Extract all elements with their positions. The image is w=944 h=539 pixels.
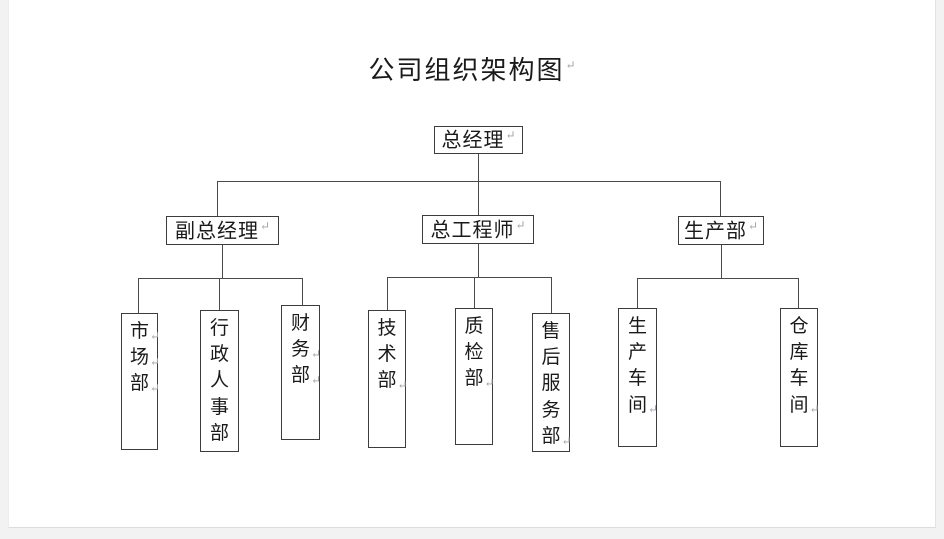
pilcrow-mark: ↵ <box>397 378 408 393</box>
node-char: 政 <box>209 344 229 366</box>
node-chief-engineer[interactable]: 总工程师↵ <box>422 215 534 244</box>
pilcrow-mark: ↵ <box>561 433 572 448</box>
page-title: 公司组织架构图↵ <box>0 50 944 87</box>
node-production-department[interactable]: 生产部↵ <box>678 216 764 245</box>
page-title-text: 公司组织架构图 <box>368 56 565 85</box>
node-label: 生产部↵ <box>683 218 759 243</box>
pilcrow-mark: ↵ <box>310 373 321 388</box>
connector-group2-bus <box>387 277 552 278</box>
connector-root-stem <box>478 154 479 181</box>
node-char: 间↵ <box>789 394 820 417</box>
node-char: 部↵ <box>541 425 572 448</box>
node-char: 售 <box>541 321 561 342</box>
node-label: 仓 库 车 间↵ <box>789 314 820 419</box>
connector-drop-quality <box>474 277 475 308</box>
connector-drop-warehouse-workshop <box>798 278 799 308</box>
connector-drop-marketing <box>138 278 139 313</box>
pilcrow-mark: ↵ <box>149 381 160 396</box>
node-char: 车 <box>789 368 809 390</box>
node-char: 财 <box>290 313 310 334</box>
connector-drop-technical <box>387 277 388 310</box>
node-marketing-department[interactable]: 市↵ 场↵ 部↵ <box>121 313 160 450</box>
connector-drop-finance <box>302 278 303 305</box>
connector-stem-production-dept <box>721 245 722 278</box>
node-finance-department[interactable]: 财 务↵ 部↵ <box>281 305 321 440</box>
pilcrow-mark: ↵ <box>259 218 271 233</box>
node-char: 务↵ <box>290 339 321 361</box>
node-char: 术 <box>377 344 397 366</box>
node-char: 场↵ <box>129 347 160 369</box>
node-administration-hr-department[interactable]: 行 政 人 事 部 <box>200 310 239 452</box>
pilcrow-mark: ↵ <box>809 402 820 417</box>
node-label: 售 后 服 务 部↵ <box>541 319 572 450</box>
pilcrow-mark: ↵ <box>747 218 759 233</box>
node-char: 仓 <box>789 316 809 337</box>
node-label: 总工程师↵ <box>430 217 526 242</box>
node-label: 生 产 车 间↵ <box>627 314 658 419</box>
node-deputy-general-manager[interactable]: 副总经理↵ <box>166 216 279 245</box>
node-label: 质 检 部↵ <box>464 314 495 393</box>
node-label: 技 术 部↵ <box>377 316 408 395</box>
node-label: 市↵ 场↵ 部↵ <box>129 319 160 398</box>
node-quality-inspection-department[interactable]: 质 检 部↵ <box>455 308 495 445</box>
pilcrow-mark: ↵ <box>647 402 658 417</box>
node-char: 后 <box>541 347 561 369</box>
node-char: 部↵ <box>377 370 408 393</box>
pilcrow-mark: ↵ <box>310 346 321 361</box>
node-char: 事 <box>209 396 229 418</box>
node-char: 质 <box>464 316 484 337</box>
node-char: 库 <box>789 342 809 364</box>
pilcrow-mark: ↵ <box>149 354 160 369</box>
node-char: 车 <box>627 368 647 390</box>
connector-drop-production-dept <box>720 181 721 216</box>
node-char: 部↵ <box>129 373 160 396</box>
connector-drop-hr-admin <box>219 278 220 310</box>
node-char: 服 <box>541 373 561 395</box>
connector-group3-bus <box>637 278 798 279</box>
pilcrow-mark: ↵ <box>505 128 516 143</box>
node-char: 行 <box>209 318 229 339</box>
node-label: 财 务↵ 部↵ <box>290 311 321 390</box>
node-char: 技 <box>377 318 397 339</box>
pilcrow-mark: ↵ <box>149 328 160 343</box>
node-label: 行 政 人 事 部 <box>210 316 229 447</box>
node-char: 部 <box>209 422 229 444</box>
connector-drop-deputy-gm <box>217 181 218 216</box>
node-char: 务 <box>541 399 561 421</box>
node-technical-department[interactable]: 技 术 部↵ <box>368 310 408 448</box>
node-warehouse-workshop[interactable]: 仓 库 车 间↵ <box>780 308 820 447</box>
connector-stem-deputy-gm <box>222 245 223 278</box>
node-label: 总经理↵ <box>441 128 516 152</box>
pilcrow-mark: ↵ <box>565 58 576 73</box>
node-general-manager[interactable]: 总经理↵ <box>434 126 523 154</box>
connector-stem-chief-engineer <box>478 244 479 277</box>
node-char: 产 <box>627 342 647 364</box>
node-char: 部↵ <box>464 368 495 391</box>
node-label: 副总经理↵ <box>174 218 271 243</box>
node-char: 部↵ <box>290 365 321 388</box>
node-char: 市↵ <box>129 321 160 343</box>
connector-group1-bus <box>138 278 303 279</box>
node-char: 生 <box>627 316 647 337</box>
pilcrow-mark: ↵ <box>515 217 526 232</box>
node-char: 间↵ <box>627 394 658 417</box>
connector-level2-bus <box>217 181 720 182</box>
pilcrow-mark: ↵ <box>484 376 495 391</box>
node-production-workshop[interactable]: 生 产 车 间↵ <box>618 308 658 447</box>
connector-drop-after-sales <box>551 277 552 313</box>
node-char: 检 <box>464 342 484 364</box>
connector-drop-production-workshop <box>637 278 638 308</box>
node-char: 人 <box>209 370 229 392</box>
node-after-sales-service-department[interactable]: 售 后 服 务 部↵ <box>532 313 572 452</box>
connector-drop-chief-engineer <box>478 181 479 216</box>
